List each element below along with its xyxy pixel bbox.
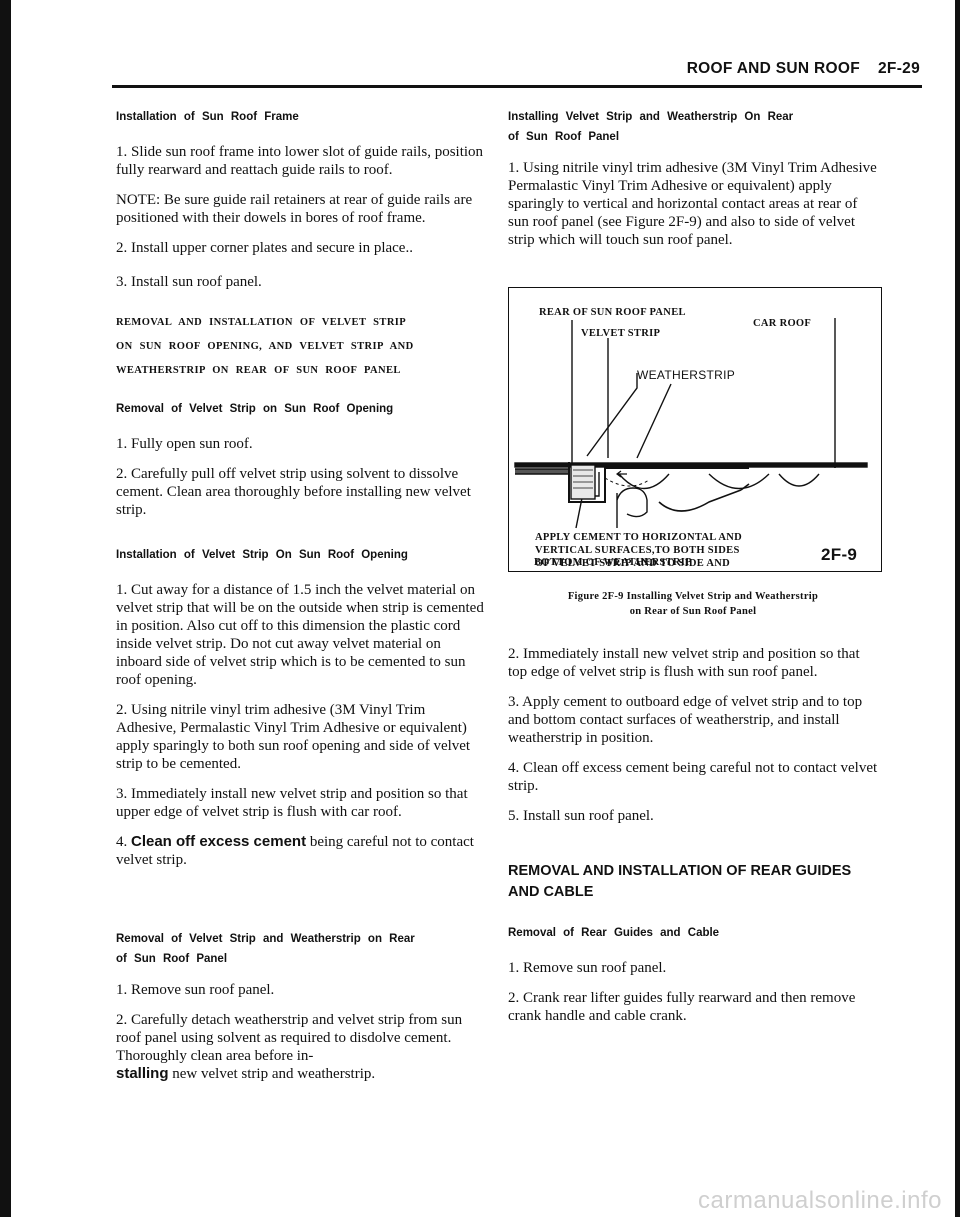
label-rear-panel: REAR OF SUN ROOF PANEL (539, 307, 686, 318)
step-text: new velvet strip and weatherstrip. (168, 1066, 376, 1082)
section-heading-velvet: REMOVAL AND INSTALLATION OF VELVET STRIP… (116, 311, 486, 383)
header-rule (112, 85, 922, 88)
step-remove-panel: 1. Remove sun roof panel. (116, 982, 275, 998)
label-apply-line-3: OF VELVET STRIP AND TO SIDE AND (535, 558, 731, 569)
label-car-roof: CAR ROOF (753, 318, 812, 329)
step-pull-strip: 2. Carefully pull off velvet strip using… (116, 466, 471, 518)
step-clean-cement: 4. Clean off excess cement being careful… (116, 833, 486, 869)
label-apply-line-1: APPLY CEMENT TO HORIZONTAL AND (535, 532, 742, 543)
step-emphasis: stalling (116, 1065, 169, 1082)
header-title: ROOF AND SUN ROOF (686, 60, 860, 77)
page-number: 2F-29 (878, 60, 920, 77)
heading-line: of Sun Roof Panel (508, 131, 620, 143)
step-corner-plates: 2. Install upper corner plates and secur… (116, 240, 413, 256)
figure-caption: Figure 2F-9 Installing Velvet Strip and … (508, 589, 878, 619)
step-text: 2. Carefully detach weatherstrip and vel… (116, 1012, 463, 1064)
page-header: ROOF AND SUN ROOF 2F-29 (112, 60, 920, 78)
step-crank-guides: 2. Crank rear lifter guides fully rearwa… (508, 990, 856, 1024)
heading-installation-frame: Installation of Sun Roof Frame (116, 111, 299, 123)
step-emphasis: Clean off excess cement (131, 833, 307, 850)
label-velvet-strip: VELVET STRIP (581, 328, 661, 339)
step-cut-velvet: 1. Cut away for a distance of 1.5 inch t… (116, 582, 484, 688)
heading-line: of Sun Roof Panel (116, 953, 228, 965)
heading-installation-opening: Installation of Velvet Strip On Sun Roof… (116, 549, 408, 561)
section-heading-line: ON SUN ROOF OPENING, AND VELVET STRIP AN… (116, 341, 414, 352)
heading-line: REMOVAL AND INSTALLATION OF REAR GUIDES (508, 863, 852, 879)
label-apply-line-2: VERTICAL SURFACES,TO BOTH SIDES (535, 545, 740, 556)
heading-removal-opening: Removal of Velvet Strip on Sun Roof Open… (116, 403, 394, 415)
heading-installing-rear: Installing Velvet Strip and Weatherstrip… (508, 107, 878, 147)
figure-number: 2F-9 (821, 545, 858, 564)
step-clean-cement-rear: 4. Clean off excess cement being careful… (508, 760, 878, 794)
step-apply-cement-weatherstrip: 3. Apply cement to outboard edge of velv… (508, 694, 863, 746)
step-detach-weatherstrip: 2. Carefully detach weatherstrip and vel… (116, 1011, 486, 1083)
label-apply-line-4: BOTTOM OF WEATHERSTRIP (534, 557, 692, 568)
section-heading-line: WEATHERSTRIP ON REAR OF SUN ROOF PANEL (116, 365, 401, 376)
scan-edge-left (0, 0, 11, 1217)
step-remove-panel-guides: 1. Remove sun roof panel. (508, 960, 667, 976)
step-install-strip-rear: 2. Immediately install new velvet strip … (508, 646, 860, 680)
step-text: being careful not to contact velvet stri… (116, 834, 474, 868)
heading-line: Installing Velvet Strip and Weatherstrip… (508, 111, 794, 123)
step-install-panel: 3. Install sun roof panel. (116, 274, 262, 290)
heading-rear-guides: REMOVAL AND INSTALLATION OF REAR GUIDES … (508, 861, 878, 903)
watermark: carmanualsonline.info (698, 1187, 942, 1214)
section-heading-line: REMOVAL AND INSTALLATION OF VELVET STRIP (116, 317, 407, 328)
caption-line: on Rear of Sun Roof Panel (629, 606, 757, 617)
label-weatherstrip: WEATHERSTRIP (637, 368, 736, 382)
figure-2f-9: REAR OF SUN ROOF PANEL CAR ROOF VELVET S… (508, 287, 882, 572)
right-column: Installing Velvet Strip and Weatherstrip… (508, 107, 882, 1025)
note-guide-rail: NOTE: Be sure guide rail retainers at re… (116, 192, 473, 226)
step-apply-adhesive-rear: 1. Using nitrile vinyl trim adhesive (3M… (508, 160, 877, 248)
step-install-panel-rear: 5. Install sun roof panel. (508, 808, 654, 824)
step-install-strip: 3. Immediately install new velvet strip … (116, 786, 468, 820)
step-apply-adhesive: 2. Using nitrile vinyl trim adhesive (3M… (116, 702, 471, 772)
weatherstrip-diagram (514, 318, 868, 529)
caption-line: Figure 2F-9 Installing Velvet Strip and … (567, 591, 819, 602)
heading-removal-rear: Removal of Velvet Strip and Weatherstrip… (116, 929, 486, 969)
step-slide-frame: 1. Slide sun roof frame into lower slot … (116, 144, 484, 178)
step-number: 4. (116, 834, 128, 850)
heading-removal-guides: Removal of Rear Guides and Cable (508, 927, 720, 939)
heading-line: AND CABLE (508, 884, 594, 900)
heading-line: Removal of Velvet Strip and Weatherstrip… (116, 933, 415, 945)
scan-edge-right (955, 0, 960, 1217)
left-column: Installation of Sun Roof Frame 1. Slide … (116, 107, 486, 1083)
step-open-roof: 1. Fully open sun roof. (116, 436, 253, 452)
